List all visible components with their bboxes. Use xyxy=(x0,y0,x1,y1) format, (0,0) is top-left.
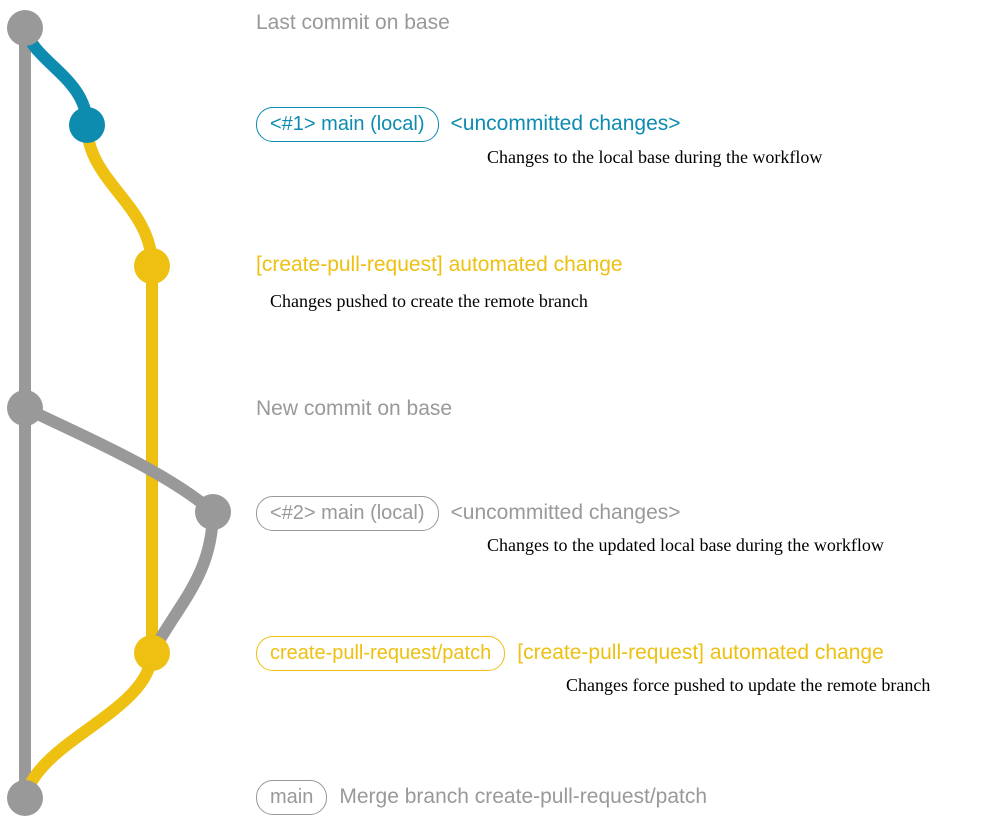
ref-chip-main-local-2[interactable]: <#2> main (local) xyxy=(256,496,439,531)
commit-description-automated-change-1: Changes pushed to create the remote bran… xyxy=(270,291,588,311)
edge-main-local-1-to-automated-1 xyxy=(81,119,158,272)
commit-description-main-local-2: Changes to the updated local base during… xyxy=(487,535,884,555)
node-automated-change-1[interactable] xyxy=(134,248,170,284)
node-automated-change-2[interactable] xyxy=(134,635,170,671)
edge-main-local-2-to-automated-2 xyxy=(146,506,219,659)
commit-subject: <uncommitted changes> xyxy=(450,112,681,135)
node-new-commit-on-base[interactable] xyxy=(7,390,43,426)
commit-subject: Merge branch create-pull-request/patch xyxy=(339,785,708,808)
ref-chip-create-pull-request-patch[interactable]: create-pull-request/patch xyxy=(256,636,506,671)
commit-row-last-commit-on-base: Last commit on base xyxy=(256,10,450,36)
node-main-local-1[interactable] xyxy=(69,107,105,143)
ref-chip-main[interactable]: main xyxy=(256,780,328,815)
commit-row-merge-commit: main Merge branch create-pull-request/pa… xyxy=(256,780,707,815)
commit-row-main-local-2: <#2> main (local) <uncommitted changes> xyxy=(256,496,681,531)
edge-new-base-to-main-local-2 xyxy=(19,402,219,518)
edge-automated-2-to-merge xyxy=(19,647,158,804)
commit-row-main-local-1: <#1> main (local) <uncommitted changes> xyxy=(256,107,681,142)
node-last-commit-on-base[interactable] xyxy=(7,10,43,46)
commit-description-main-local-1: Changes to the local base during the wor… xyxy=(487,147,823,167)
node-main-local-2[interactable] xyxy=(195,494,231,530)
commit-row-automated-change-1: [create-pull-request] automated change xyxy=(256,252,623,278)
commit-subject: [create-pull-request] automated change xyxy=(256,253,623,276)
node-merge-commit[interactable] xyxy=(7,780,43,816)
commit-row-automated-change-2: create-pull-request/patch [create-pull-r… xyxy=(256,636,884,671)
commit-subject: [create-pull-request] automated change xyxy=(517,641,884,664)
commit-subject: Last commit on base xyxy=(256,11,450,34)
commit-subject: New commit on base xyxy=(256,397,453,420)
commit-subject: <uncommitted changes> xyxy=(450,501,681,524)
commit-row-new-commit-on-base: New commit on base xyxy=(256,396,452,422)
commit-nodes xyxy=(7,10,231,816)
commit-description-automated-change-2: Changes force pushed to update the remot… xyxy=(566,675,931,695)
ref-chip-main-local-1[interactable]: <#1> main (local) xyxy=(256,107,439,142)
